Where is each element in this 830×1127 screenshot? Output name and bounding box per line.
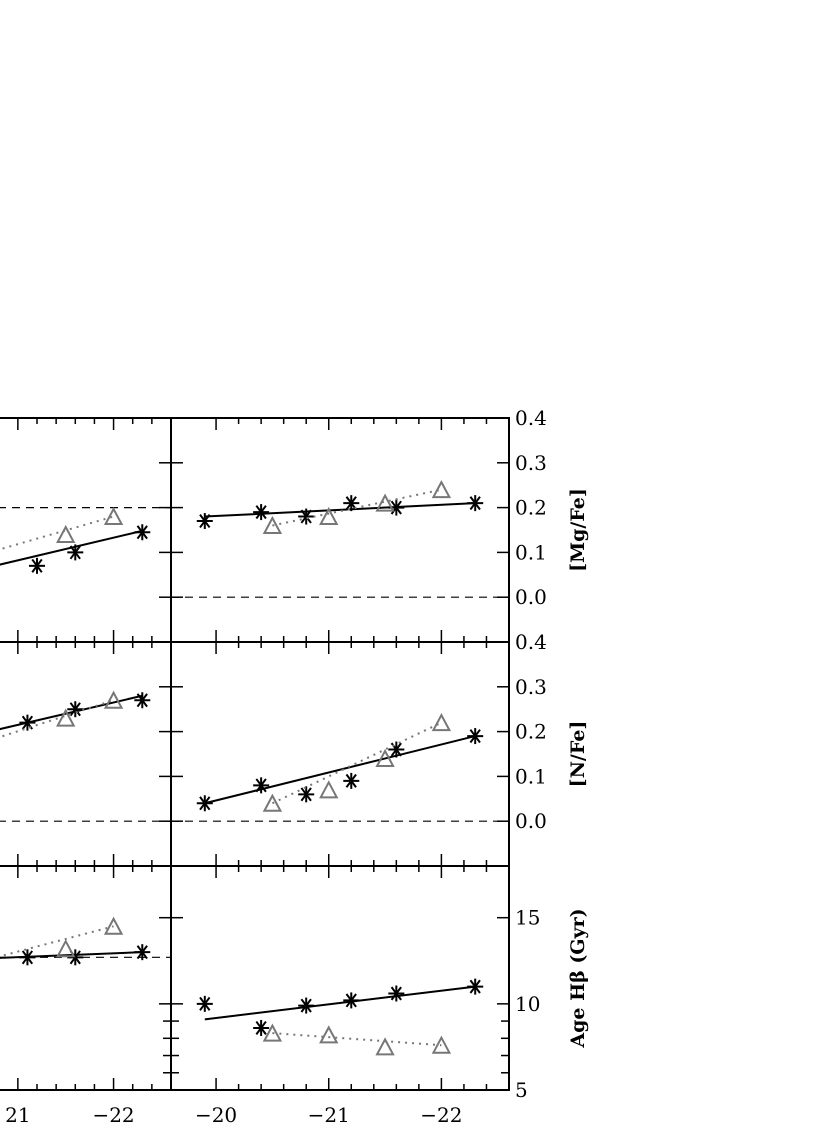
data-point-asterisk — [134, 692, 151, 709]
data-point-asterisk — [388, 985, 405, 1002]
x-tick-label: 21 — [5, 1103, 30, 1127]
y-tick-label: 0.2 — [515, 496, 547, 520]
fit-line-triangles — [0, 515, 114, 551]
data-point-asterisk — [467, 728, 484, 745]
fit-line-asterisks — [0, 951, 143, 959]
panel-right-row2: 5 10 15 Age Hβ (Gyr) −20 −21 −22 — [170, 865, 589, 1127]
data-point-asterisk — [253, 504, 270, 521]
data-point-triangle — [56, 939, 76, 958]
x-tick-label: −22 — [92, 1103, 134, 1127]
panels-layer: 0.0 0.1 0.2 0.3 0.4 [Mg/Fe] 0.0 0.1 0.2 0.3 0.4 [N/… — [0, 406, 589, 1127]
data-point-asterisk — [19, 949, 36, 966]
y-axis-title: Age Hβ (Gyr) — [567, 908, 589, 1048]
data-point-triangle — [103, 690, 124, 709]
data-point-asterisk — [253, 1019, 270, 1036]
x-tick-label: −21 — [308, 1103, 350, 1127]
data-point-asterisk — [343, 992, 360, 1009]
data-point-asterisk — [19, 714, 36, 731]
y-tick-label: 0.3 — [515, 675, 547, 699]
data-point-triangle — [375, 493, 395, 512]
fit-line-asterisks — [204, 735, 476, 805]
data-point-asterisk — [298, 997, 315, 1014]
y-axis-title: [Mg/Fe] — [567, 488, 589, 572]
panel-right-row0: 0.0 0.1 0.2 0.3 0.4 [Mg/Fe] — [170, 406, 589, 643]
panel-left-row2: 21 −22 — [0, 865, 172, 1127]
y-tick-label: 0.1 — [515, 540, 547, 564]
data-point-asterisk — [298, 508, 315, 525]
data-point-triangle — [431, 713, 452, 732]
data-point-triangle — [375, 748, 395, 767]
data-point-asterisk — [343, 772, 360, 789]
fit-line-triangles — [272, 488, 442, 527]
fit-line-asterisks — [204, 985, 476, 1021]
y-tick-label: 5 — [515, 1078, 528, 1102]
panel-right-row1: 0.0 0.1 0.2 0.3 0.4 [N/Fe] — [170, 630, 589, 867]
data-point-asterisk — [134, 524, 151, 541]
panel-frame — [170, 641, 510, 867]
data-point-triangle — [319, 506, 339, 526]
data-point-triangle — [375, 1037, 395, 1056]
data-point-asterisk — [196, 995, 213, 1012]
panel-left-row1 — [0, 641, 172, 867]
y-axis-title: [N/Fe] — [567, 721, 589, 788]
panel-frame — [0, 641, 172, 867]
data-point-asterisk — [67, 544, 84, 561]
y-tick-label: 0.4 — [515, 406, 547, 430]
data-point-triangle — [103, 506, 124, 526]
fit-line-asterisks — [0, 529, 143, 566]
y-tick-label: 0.0 — [515, 585, 547, 609]
data-point-asterisk — [467, 978, 484, 995]
data-point-triangle — [319, 1025, 339, 1044]
data-point-triangle — [56, 708, 76, 727]
data-point-asterisk — [67, 949, 84, 966]
panel-frame — [0, 417, 172, 643]
y-tick-label: 0.4 — [515, 630, 547, 654]
x-tick-label: −20 — [195, 1103, 237, 1127]
y-tick-label: 10 — [515, 992, 540, 1016]
data-point-triangle — [262, 1023, 283, 1042]
data-point-triangle — [103, 916, 124, 935]
data-point-asterisk — [29, 557, 45, 574]
x-tick-label: −22 — [420, 1103, 462, 1127]
fit-line-triangles — [0, 699, 114, 739]
panel-left-row0 — [0, 417, 172, 643]
y-tick-label: 0.1 — [515, 764, 547, 788]
data-point-asterisk — [298, 786, 315, 803]
fit-line-triangles — [0, 925, 114, 958]
data-point-triangle — [431, 480, 452, 499]
y-tick-label: 0.2 — [515, 720, 547, 744]
y-tick-label: 0.3 — [515, 451, 547, 475]
data-point-triangle — [262, 515, 283, 535]
data-point-asterisk — [134, 944, 151, 961]
data-point-triangle — [262, 793, 283, 812]
data-point-asterisk — [253, 777, 270, 794]
panel-frame — [170, 417, 510, 643]
data-point-asterisk — [196, 513, 213, 530]
fit-line-triangles — [272, 1032, 442, 1047]
fit-line-triangles — [271, 721, 442, 805]
y-tick-label: 0.0 — [515, 809, 547, 833]
panel-frame — [170, 865, 510, 1091]
fit-line-asterisks — [0, 694, 143, 731]
fit-line-asterisks — [204, 502, 476, 518]
data-point-triangle — [56, 524, 76, 543]
data-point-asterisk — [467, 495, 484, 512]
data-point-asterisk — [67, 701, 84, 718]
panel-frame — [0, 865, 172, 1091]
data-point-triangle — [319, 780, 339, 799]
y-tick-label: 15 — [515, 906, 540, 930]
data-point-triangle — [431, 1035, 452, 1054]
data-point-asterisk — [196, 795, 213, 812]
